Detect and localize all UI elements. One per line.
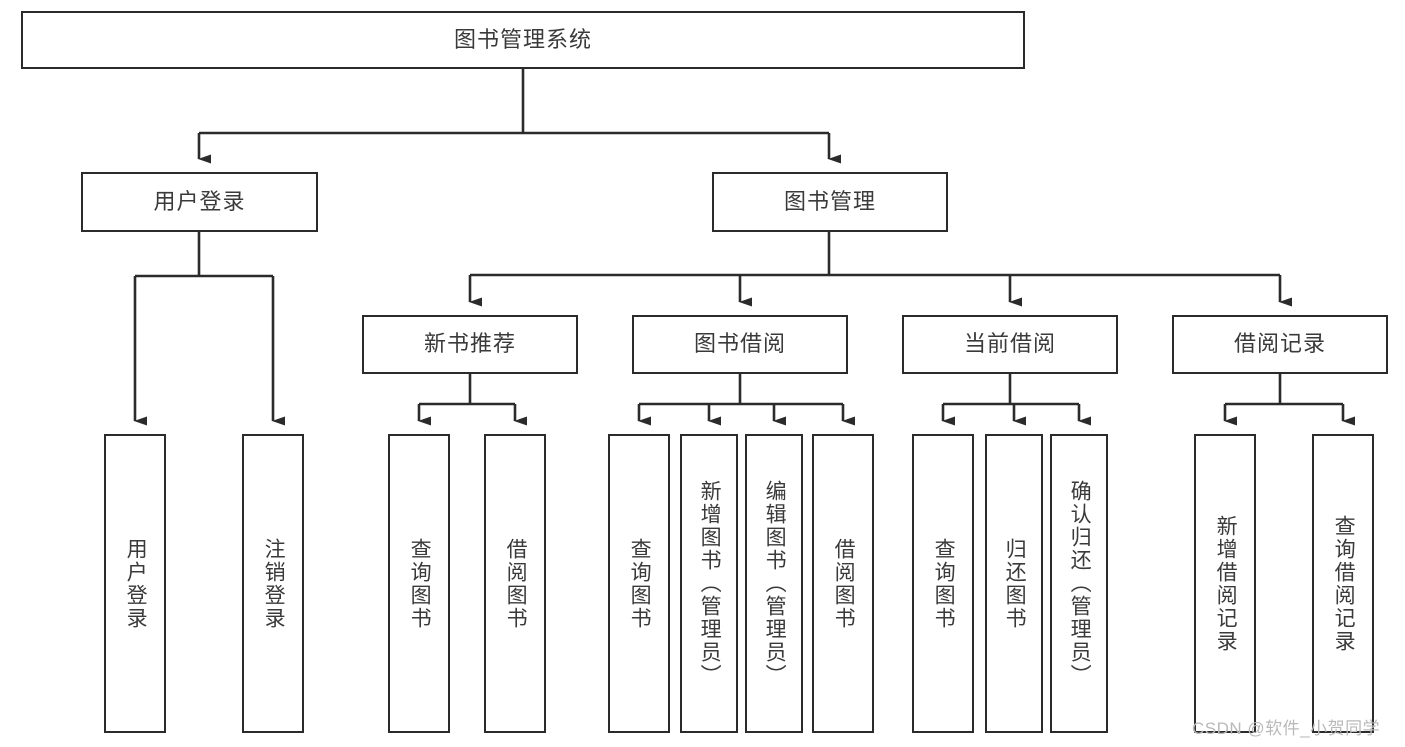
node-leaf-user-login-label: 用户登录 — [124, 537, 148, 630]
node-leaf-query-book-2-label: 查询图书 — [628, 537, 652, 630]
node-book-manage-label: 图书管理 — [783, 188, 876, 214]
node-book-borrow-label: 图书借阅 — [693, 331, 786, 357]
node-leaf-return-book-label: 归还图书 — [1003, 537, 1027, 630]
node-leaf-query-book-3-label: 查询图书 — [932, 537, 956, 630]
node-leaf-query-book-1-label: 查询图书 — [408, 537, 432, 630]
node-user-login[interactable]: 用户登录 — [81, 172, 318, 232]
node-leaf-confirm-return-admin-label: 确认归还（管理员） — [1068, 480, 1092, 687]
node-leaf-query-book-3[interactable]: 查询图书 — [912, 434, 974, 733]
node-leaf-add-book-admin-label: 新增图书（管理员） — [698, 480, 722, 687]
node-leaf-query-borrow-record[interactable]: 查询借阅记录 — [1312, 434, 1374, 733]
node-leaf-borrow-book-1[interactable]: 借阅图书 — [484, 434, 546, 733]
node-new-book-recommend[interactable]: 新书推荐 — [362, 315, 578, 374]
node-book-manage[interactable]: 图书管理 — [712, 172, 948, 232]
node-root-label: 图书管理系统 — [453, 26, 592, 52]
node-leaf-add-borrow-record[interactable]: 新增借阅记录 — [1194, 434, 1256, 733]
node-leaf-query-borrow-record-label: 查询借阅记录 — [1332, 514, 1356, 653]
node-current-borrow-label: 当前借阅 — [963, 331, 1056, 357]
node-leaf-return-book[interactable]: 归还图书 — [985, 434, 1043, 733]
node-leaf-borrow-book-2-label: 借阅图书 — [832, 537, 856, 630]
node-leaf-borrow-book-1-label: 借阅图书 — [504, 537, 528, 630]
node-borrow-record-label: 借阅记录 — [1233, 331, 1326, 357]
node-new-book-recommend-label: 新书推荐 — [423, 331, 516, 357]
node-leaf-logout-login-label: 注销登录 — [262, 537, 286, 630]
node-leaf-borrow-book-2[interactable]: 借阅图书 — [812, 434, 874, 733]
node-leaf-query-book-1[interactable]: 查询图书 — [388, 434, 450, 733]
node-leaf-add-book-admin[interactable]: 新增图书（管理员） — [680, 434, 738, 733]
node-leaf-edit-book-admin[interactable]: 编辑图书（管理员） — [745, 434, 803, 733]
node-current-borrow[interactable]: 当前借阅 — [902, 315, 1118, 374]
node-leaf-logout-login[interactable]: 注销登录 — [242, 434, 304, 733]
node-root[interactable]: 图书管理系统 — [21, 11, 1025, 69]
node-leaf-edit-book-admin-label: 编辑图书（管理员） — [763, 480, 787, 687]
node-book-borrow[interactable]: 图书借阅 — [632, 315, 848, 374]
node-leaf-query-book-2[interactable]: 查询图书 — [608, 434, 670, 733]
node-user-login-label: 用户登录 — [153, 188, 246, 214]
node-leaf-user-login[interactable]: 用户登录 — [104, 434, 166, 733]
node-leaf-confirm-return-admin[interactable]: 确认归还（管理员） — [1050, 434, 1108, 733]
node-leaf-add-borrow-record-label: 新增借阅记录 — [1214, 514, 1238, 653]
node-borrow-record[interactable]: 借阅记录 — [1172, 315, 1388, 374]
